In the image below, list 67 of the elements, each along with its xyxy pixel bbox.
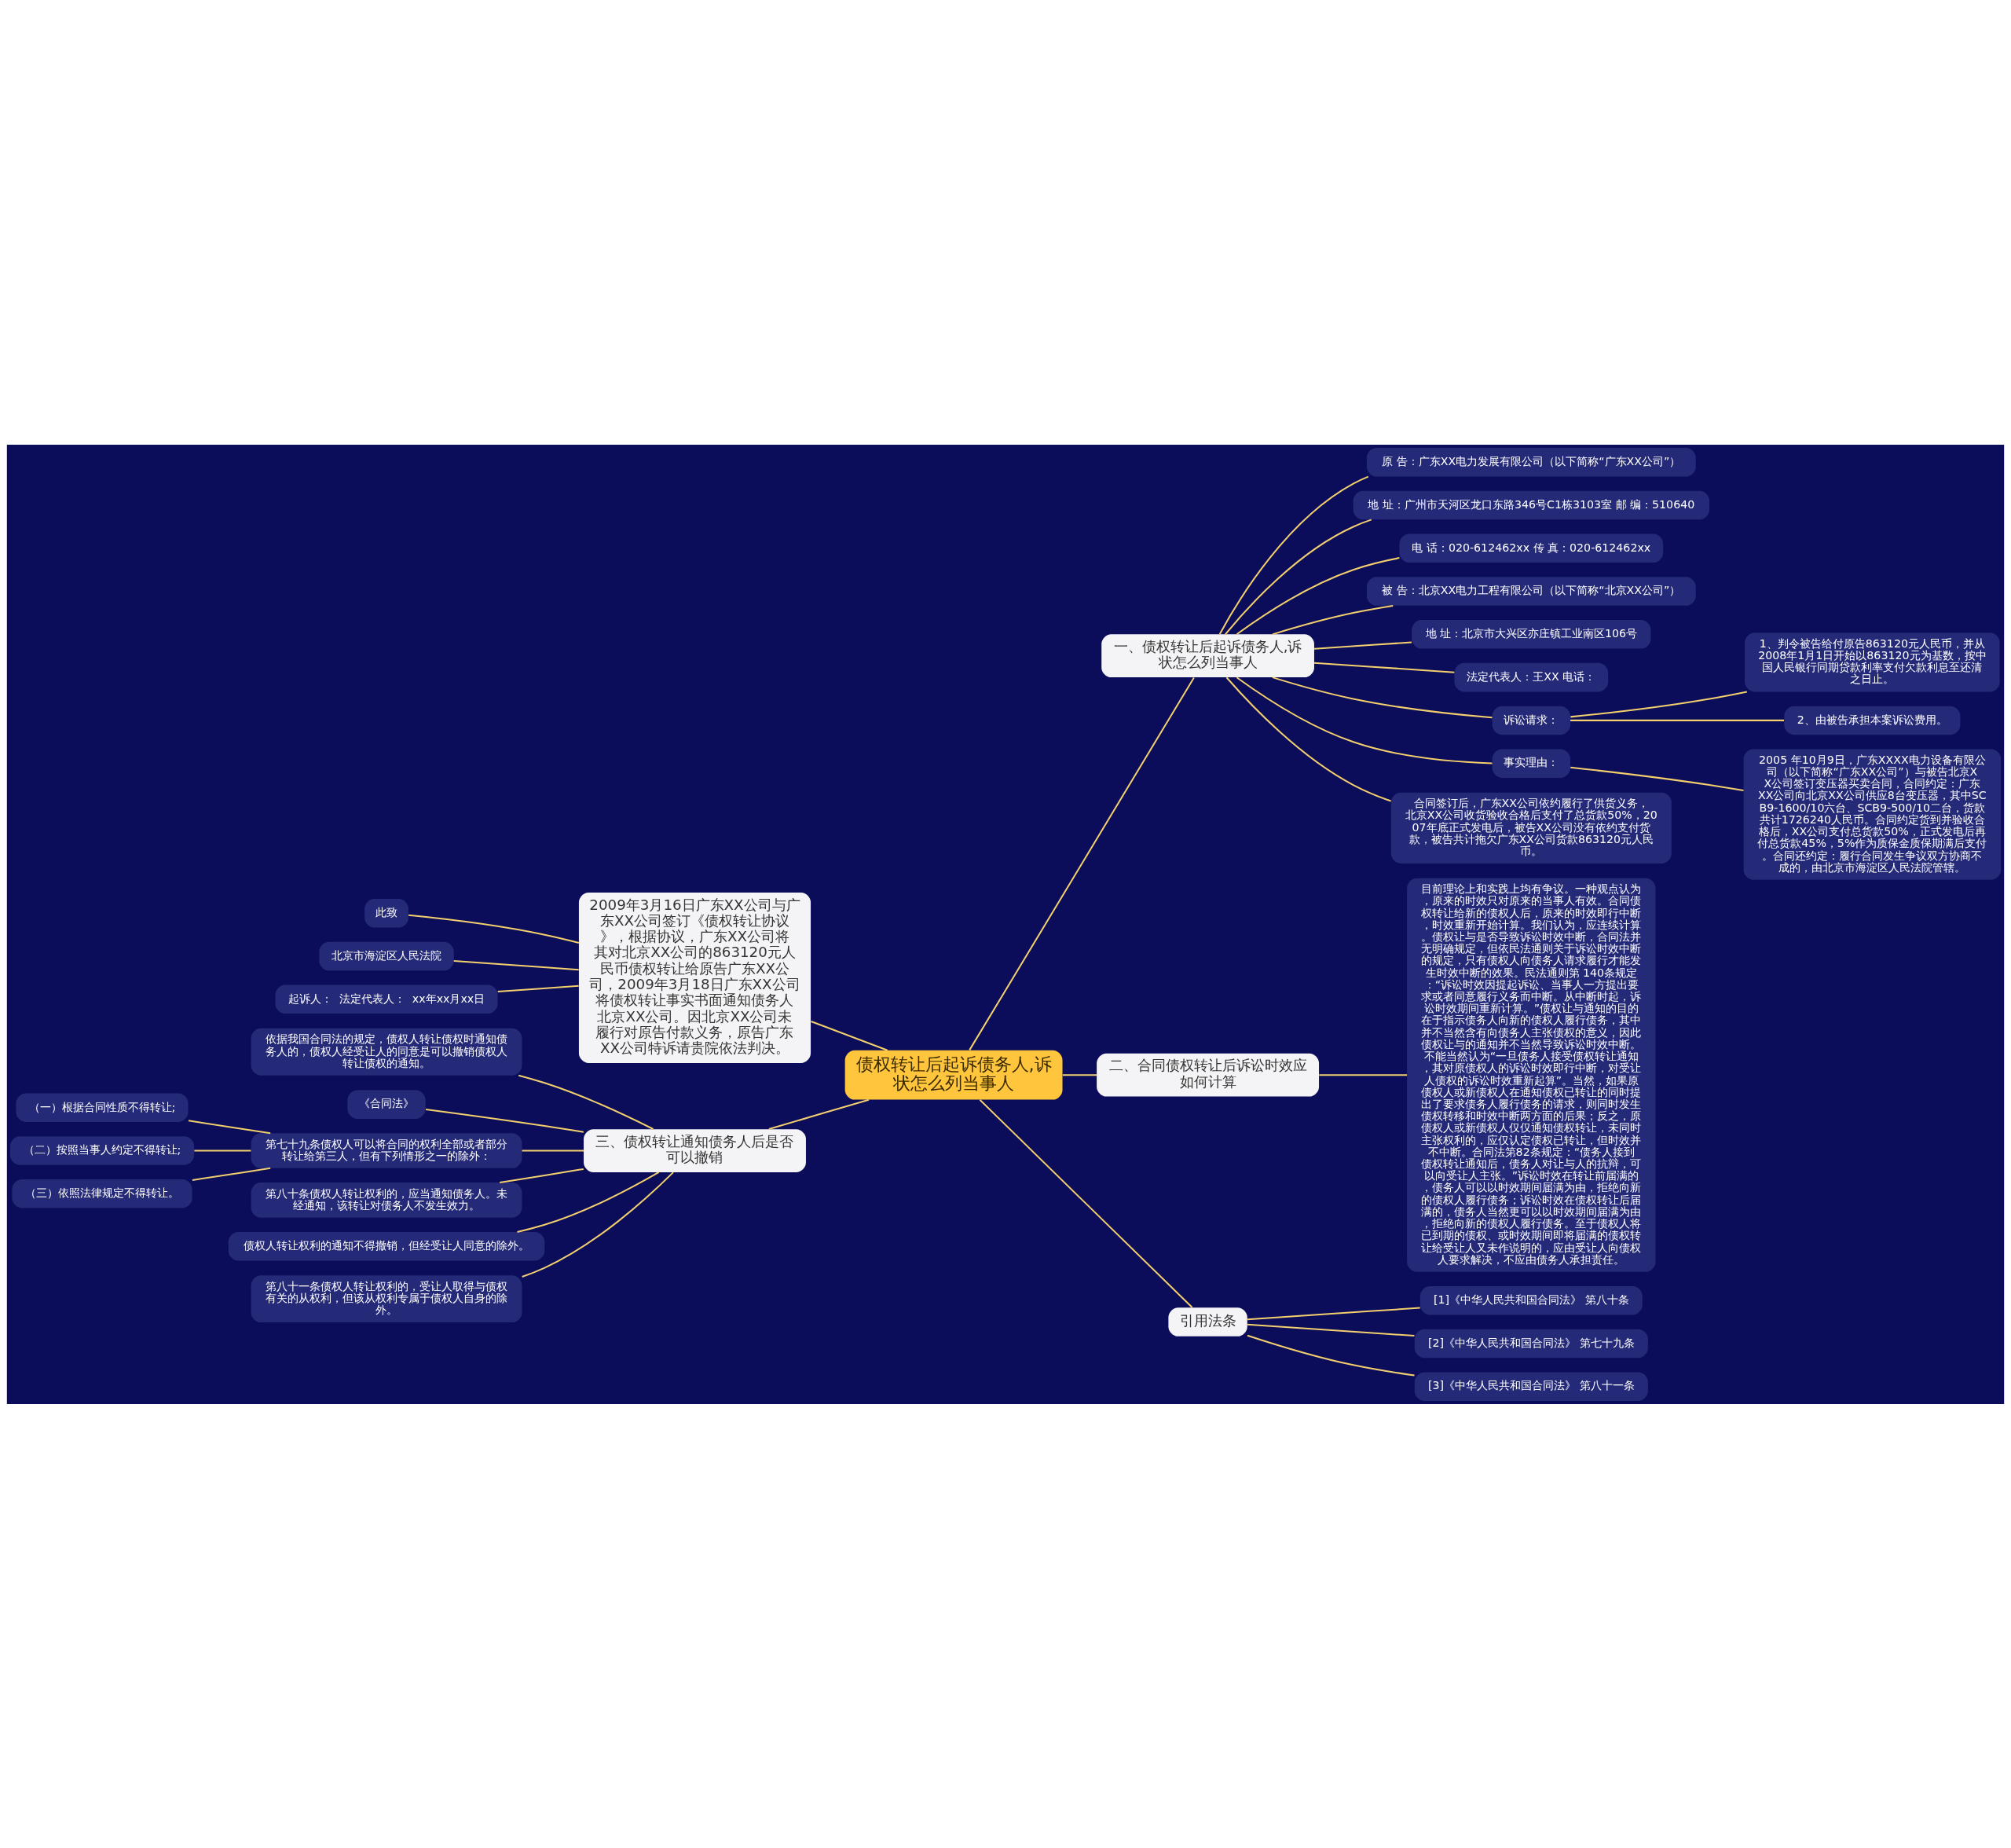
node-box: 此致 [364,898,408,928]
node-box: （三）依照法律规定不得转让。 [12,1179,192,1208]
node-box: 二、合同债权转让后诉讼时效应如何计算 [1097,1053,1320,1097]
connector [1570,766,1744,791]
connector [1319,1073,1408,1076]
node-box: 起诉人： 法定代表人： xx年xx月xx日 [275,984,498,1014]
connector [453,959,579,970]
connector [1218,475,1369,635]
node-box: 一、债权转让后起诉债务人,诉状怎么列当事人 [1101,633,1314,677]
node-box: 债权转让后起诉债务人,诉状怎么列当事人 [844,1050,1063,1100]
node-box: 地 址：广州市天河区龙口东路346号C1栋3103室 邮 编：510640 [1353,490,1709,519]
connector [497,984,579,992]
node-box: 《合同法》 [347,1089,426,1119]
connector [811,1020,888,1051]
node-box: 诉讼请求： [1492,706,1570,735]
node-box: 引用法条 [1168,1307,1247,1336]
connector [1225,676,1391,801]
connector [192,1167,271,1181]
connector [1062,1073,1097,1076]
connector [522,1171,674,1278]
node-box: [1]《中华人民共和国合同法》 第八十条 [1419,1285,1643,1314]
connector [1313,640,1412,650]
node-box: （二）按照当事人约定不得转让; [9,1135,195,1165]
connector [1570,690,1747,717]
connector [408,914,580,944]
connector [1247,1334,1415,1376]
node-box: 事实理由： [1492,748,1570,778]
node-box: 被 告：北京XX电力工程有限公司（以下简称“北京XX公司”） [1366,576,1696,606]
node-box: 北京市海淀区人民法院 [319,941,454,970]
node-box: 2009年3月16日广东XX公司与广东XX公司签订《债权转让协议》，根据协议，广东XX公司将其对北京XX公司的863120元人民币债权转让给原告广东XX公司，2009年3月18日广东XX公司将债权转让事实书面通知债务人北京XX公司。因北京XX公司未履行对原告付款义务，原告广东XX公司特诉请贵院依法判决。 [578,892,811,1063]
connector [518,1074,654,1130]
node-box: （一）根据合同性质不得转让; [16,1093,189,1122]
connector [768,1098,870,1130]
node-box: 三、债权转让通知债务人后是否可以撤销 [584,1128,806,1172]
connector [1272,604,1394,635]
node-box: 2、由被告承担本案诉讼费用。 [1784,706,1961,735]
connector [1313,662,1455,673]
node-box: [2]《中华人民共和国合同法》 第七十九条 [1414,1329,1648,1358]
node-box: 第八十一条债权人转让权利的，受让人取得与债权有关的从权利，但该从权利专属于债权人自身的除外。 [251,1274,522,1322]
node-box: 合同签订后，广东XX公司依约履行了供货义务，北京XX公司收货验收合格后支付了总货款50%，2007年底正式发电后，被告XX公司没有依约支付货款，被告共计拖欠广东XX公司货款863120元人民币。 [1390,792,1672,864]
connector [499,1168,584,1183]
node-box: 第七十九条债权人可以将合同的权利全部或者部分转让给第三人，但有下列情形之一的除外： [251,1132,522,1168]
node-box: 目前理论上和实践上均有争议。一种观点认为，原来的时效只对原来的当事人有效。合同债权转让给新的债权人后，原来的时效即行中断，时效重新开始计算。我们认为，应连续计算。债权让与是否导致诉讼时效中断，合同法并无明确规定，但依民法通则关于诉讼时效中断的规定，只有债权人向债务人请求履行才能发生时效中断的效果。民法通则第 140条规定：“诉讼时效因提起诉讼、当事人一方提出要求或者同意履行义务而中断。从中断时起，诉讼时效期间重新计算。”债权让与通知的目的在于指示债务人向新的债权人履行债务，其中并不当然含有向债务人主张债权的意义，因此债权让与的通知并不当然导致诉讼时效中断。不能当然认为“一旦债务人接受债权转让通知，其对原债权人的诉讼时效即行中断，对受让人债权的诉讼时效重新起算”。当然，如果原债权人或新债权人在通知债权已转让的同时提出了要求债务人履行债务的请求，则同时发生债权转移和时效中断两方面的后果；反之，原债权人或新债权人仅仅通知债权转让，未同时主张权利的，应仅认定债权已转让，但时效并不中断。合同法第82条规定：“债务人接到债权转让通知后，债务人对让与人的抗辩，可以向受让人主张。”诉讼时效在转让前届满的，债务人可以以时效期间届满为由，拒绝向新的债权人履行债务；诉讼时效在债权转让后届满的，债务人当然更可以以时效期间届满为由，拒绝向新的债权人履行债务。至于债权人将已到期的债权、或时效期间即将届满的债权转让给受让人又未作说明的，应由受让人向债权人要求解决，不应由债务人承担责任。 [1407,878,1656,1272]
connector [1247,1307,1420,1320]
connector [1236,676,1493,764]
node-box: 1、判令被告给付原告863120元人民币，并从2008年1月1日开始以863120元为基数，按中国人民银行同期贷款利率支付欠款利息至还清之日止。 [1745,632,2000,691]
connector [188,1119,271,1134]
node-box: 地 址：北京市大兴区亦庄镇工业南区106号 [1412,619,1651,649]
connector [522,1150,584,1152]
connector [517,1171,660,1233]
node-box: 第八十条债权人转让权利的，应当通知债务人。未经通知，该转让对债务人不发生效力。 [251,1182,522,1218]
connector [1225,518,1372,635]
node-box: 原 告：广东XX电力发展有限公司（以下简称“广东XX公司”） [1366,447,1696,477]
connector [1236,556,1400,635]
connector [1247,1323,1415,1336]
connector [194,1150,251,1152]
connector [425,1108,584,1133]
connector [1570,719,1784,721]
connector [1272,676,1493,718]
node-box: [3]《中华人民共和国合同法》 第八十一条 [1414,1371,1648,1401]
node-box: 依据我国合同法的规定，债权人转让债权时通知债务人的，债权人经受让人的同意是可以撤销债权人转让债权的通知。 [251,1028,522,1076]
node-box: 2005 年10月9日，广东XXXX电力设备有限公司（以下简称“广东XX公司”）与被告北京XX公司签订变压器买卖合同，合同约定：广东XX公司向北京XX公司供应8台变压器，其中SCB9-1600/10六台、SCB9-500/10二台，货款共计1726240人民币。合同约定货到并验收合格后，XX公司支付总货款50%，正式发电后再付总货款45%，5%作为质保金质保期满后支付。合同还约定：履行合同发生争议双方协商不成的，由北京市海淀区人民法院管辖。 [1743,748,2002,880]
connector [979,1098,1193,1308]
connector [969,676,1195,1050]
node-box: 债权人转让权利的通知不得撤销，但经受让人同意的除外。 [228,1231,545,1260]
node-box: 电 话：020-612462xx 传 真：020-612462xx [1399,534,1664,563]
node-box: 法定代表人：王XX 电话： [1454,662,1609,691]
